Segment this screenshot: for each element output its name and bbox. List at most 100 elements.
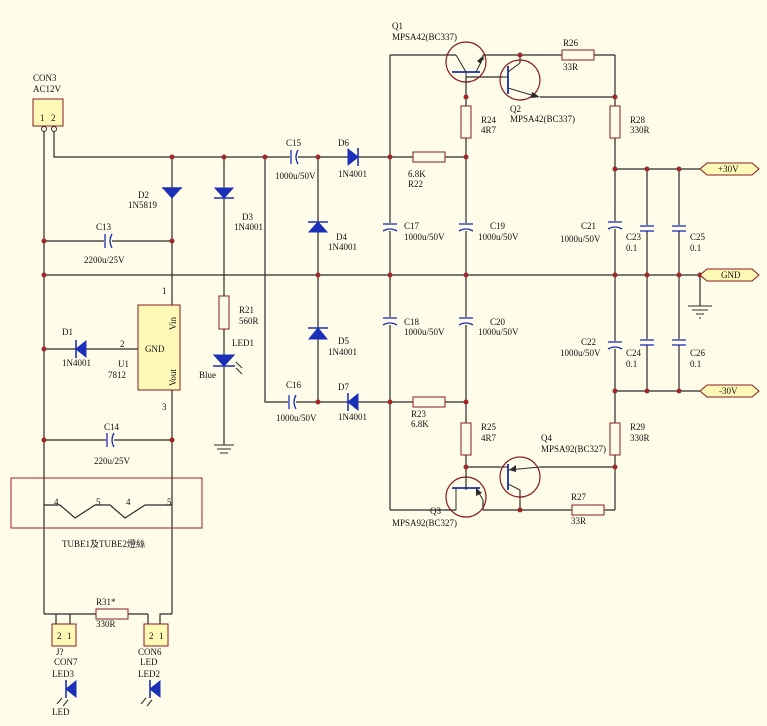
- resistor-r23: R23 6.8K: [411, 396, 446, 429]
- junction-dot: [463, 154, 469, 160]
- r29-ref: R29: [630, 422, 646, 432]
- junction-dot: [463, 94, 469, 100]
- d5-ref: D5: [338, 336, 349, 346]
- d5-value: 1N4001: [328, 347, 357, 357]
- c13-value: 2200u/25V: [84, 255, 125, 265]
- tube-caption: TUBE1及TUBE2燈絲: [62, 538, 145, 549]
- junction-dot: [612, 464, 618, 470]
- led-led1: LED1 Blue: [199, 338, 254, 380]
- r28-value: 330R: [630, 125, 650, 135]
- c20-value: 1000u/50V: [478, 327, 519, 337]
- led3-value: LED: [52, 707, 70, 717]
- junction-dot: [676, 166, 682, 172]
- junction-dot: [612, 272, 618, 278]
- r27-value: 33R: [571, 516, 586, 526]
- junction-dot: [612, 166, 618, 172]
- junction-dot: [169, 154, 175, 160]
- q1-value: MPSA42(BC337): [392, 32, 457, 42]
- u1-pin-gnd: GND: [145, 344, 165, 354]
- ground-symbol: [688, 305, 712, 319]
- junction-dot: [644, 272, 650, 278]
- led-led3: LED3 LED: [52, 669, 77, 717]
- c20-ref: C20: [490, 317, 506, 327]
- c17-value: 1000u/50V: [404, 232, 445, 242]
- junction-dot: [387, 399, 393, 405]
- junction-dot: [169, 437, 175, 443]
- r31-ref: R31*: [96, 597, 116, 607]
- r29-value: 330R: [630, 433, 650, 443]
- c17-ref: C17: [404, 221, 420, 231]
- junction-dot: [387, 154, 393, 160]
- capacitor-c18: C18 1000u/50V: [382, 317, 445, 337]
- junction-dot: [612, 388, 618, 394]
- port-neg30v-label: -30V: [719, 386, 738, 396]
- junction-dot: [644, 166, 650, 172]
- c24-ref: C24: [626, 348, 642, 358]
- c15-value: 1000u/50V: [275, 171, 316, 181]
- junction-dot: [221, 154, 227, 160]
- resistor-r21: R21 560R: [218, 295, 259, 330]
- capacitor-c20: C20 1000u/50V: [458, 317, 519, 337]
- junction-dot: [41, 272, 47, 278]
- junction-dot: [517, 52, 523, 58]
- port-gnd: GND: [699, 268, 760, 282]
- u1-pin-vout: Vout: [168, 369, 178, 386]
- d4-value: 1N4001: [328, 242, 357, 252]
- q4-value: MPSA92(BC327): [541, 444, 606, 454]
- port-pos30v: +30V: [699, 162, 760, 176]
- resistor-r24: R24 4R7: [460, 105, 497, 139]
- transistor-q3: Q3 MPSA92(BC327): [392, 476, 487, 528]
- connector-con3: CON3 AC12V 1 2: [32, 73, 64, 132]
- d6-ref: D6: [338, 138, 349, 148]
- junction-dot: [41, 437, 47, 443]
- u1-pin1: 1: [162, 286, 167, 296]
- connector-con7: 2 1 J? CON7: [51, 623, 78, 667]
- junction-dot: [463, 272, 469, 278]
- c25-value: 0.1: [690, 243, 701, 253]
- u1-ref: U1: [118, 359, 129, 369]
- r24-ref: R24: [481, 115, 497, 125]
- con7-ref: J?: [56, 647, 64, 657]
- junction-dot: [315, 399, 321, 405]
- d7-value: 1N4001: [338, 412, 367, 422]
- con7-pin2: 2: [57, 631, 62, 641]
- con6-value: LED: [140, 657, 158, 667]
- diode-d3: D3 1N4001: [213, 187, 263, 232]
- port-gnd-label: GND: [721, 270, 741, 280]
- r28-ref: R28: [630, 115, 646, 125]
- d7-ref: D7: [338, 382, 349, 392]
- diode-d7: D7 1N4001: [338, 382, 367, 422]
- led1-ref: LED1: [232, 338, 254, 348]
- junction-dot: [41, 238, 47, 244]
- resistor-r28: R28 330R: [609, 105, 650, 139]
- capacitor-c15: C15 1000u/50V: [275, 138, 316, 181]
- led-led2: LED2: [138, 669, 161, 707]
- q1-ref: Q1: [392, 21, 403, 31]
- tube-pin-4b: 4: [126, 497, 131, 507]
- q3-ref: Q3: [430, 506, 441, 516]
- tube-pin-5a: 5: [96, 497, 101, 507]
- c26-ref: C26: [690, 348, 706, 358]
- d1-ref: D1: [62, 327, 73, 337]
- r23-value: 6.8K: [411, 419, 429, 429]
- u1-pin-vin: Vin: [168, 317, 178, 330]
- ground-symbol: [214, 444, 234, 454]
- junction-dot: [262, 154, 268, 160]
- c25-ref: C25: [690, 232, 706, 242]
- con3-pin1: 1: [40, 113, 45, 123]
- r22-value: 6.8K: [408, 169, 426, 179]
- c16-value: 1000u/50V: [276, 413, 317, 423]
- con3-ref: CON3: [33, 73, 57, 83]
- con3-value: AC12V: [33, 84, 62, 94]
- junction-dot: [169, 238, 175, 244]
- c22-value: 1000u/50V: [560, 348, 601, 358]
- q2-value: MPSA42(BC337): [510, 114, 575, 124]
- junction-dot: [387, 272, 393, 278]
- capacitor-c23: C23 0.1: [626, 225, 654, 253]
- transistor-q1: Q1 MPSA42(BC337): [392, 21, 487, 83]
- resistor-r26: R26 33R: [561, 38, 595, 72]
- c22-ref: C22: [581, 337, 596, 347]
- u1-value: 7812: [108, 370, 126, 380]
- c14-value: 220u/25V: [94, 456, 131, 466]
